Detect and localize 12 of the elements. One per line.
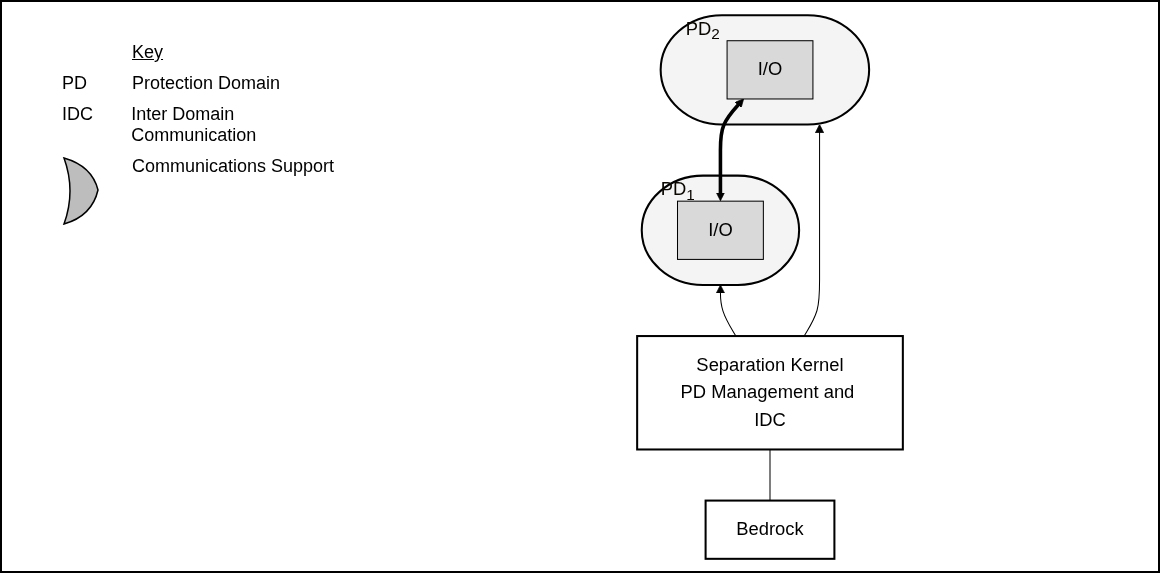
abbreviation: IDC <box>62 104 94 125</box>
definition: Inter Domain Communication <box>131 104 258 146</box>
definition: Protection Domain <box>132 73 281 94</box>
node-box: I/O <box>726 39 814 99</box>
node-box: I/O <box>677 200 764 260</box>
key-heading: Key <box>132 42 165 63</box>
connector <box>769 448 771 501</box>
arrow <box>715 98 744 201</box>
abbreviation: PD <box>62 73 88 94</box>
node-box: Bedrock <box>704 499 836 560</box>
legend-text: Communications Support <box>132 156 335 177</box>
node-box: Separation Kernel PD Management and IDC <box>636 334 904 450</box>
